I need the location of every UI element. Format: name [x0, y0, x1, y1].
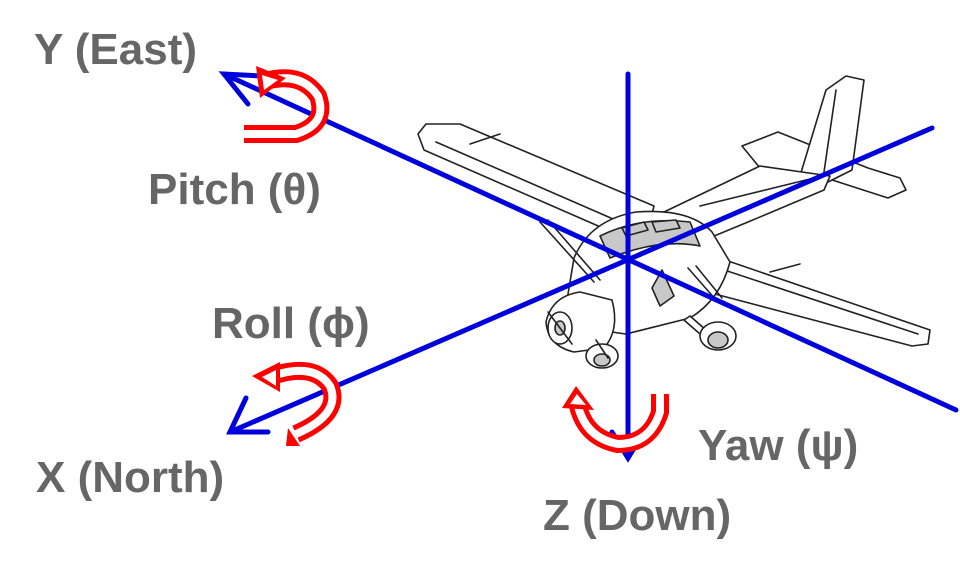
yaw-label: Yaw (ψ) [698, 421, 859, 470]
pitch-label: Pitch (θ) [148, 165, 321, 214]
aircraft-icon [417, 75, 931, 369]
yaw-arrow-icon [562, 386, 669, 454]
pitch-arrow-icon [244, 66, 330, 143]
y-axis-arrowhead [218, 71, 265, 107]
roll-arrow-icon [252, 361, 342, 446]
roll-label: Roll (ϕ) [212, 299, 370, 348]
x-axis-line [227, 125, 935, 435]
axes [218, 71, 959, 463]
y-axis-line [221, 71, 959, 413]
z-axis-label: Z (Down) [543, 491, 732, 540]
y-axis-label: Y (East) [34, 25, 198, 74]
x-axis-label: X (North) [36, 453, 225, 502]
x-axis-arrowhead [226, 395, 271, 435]
